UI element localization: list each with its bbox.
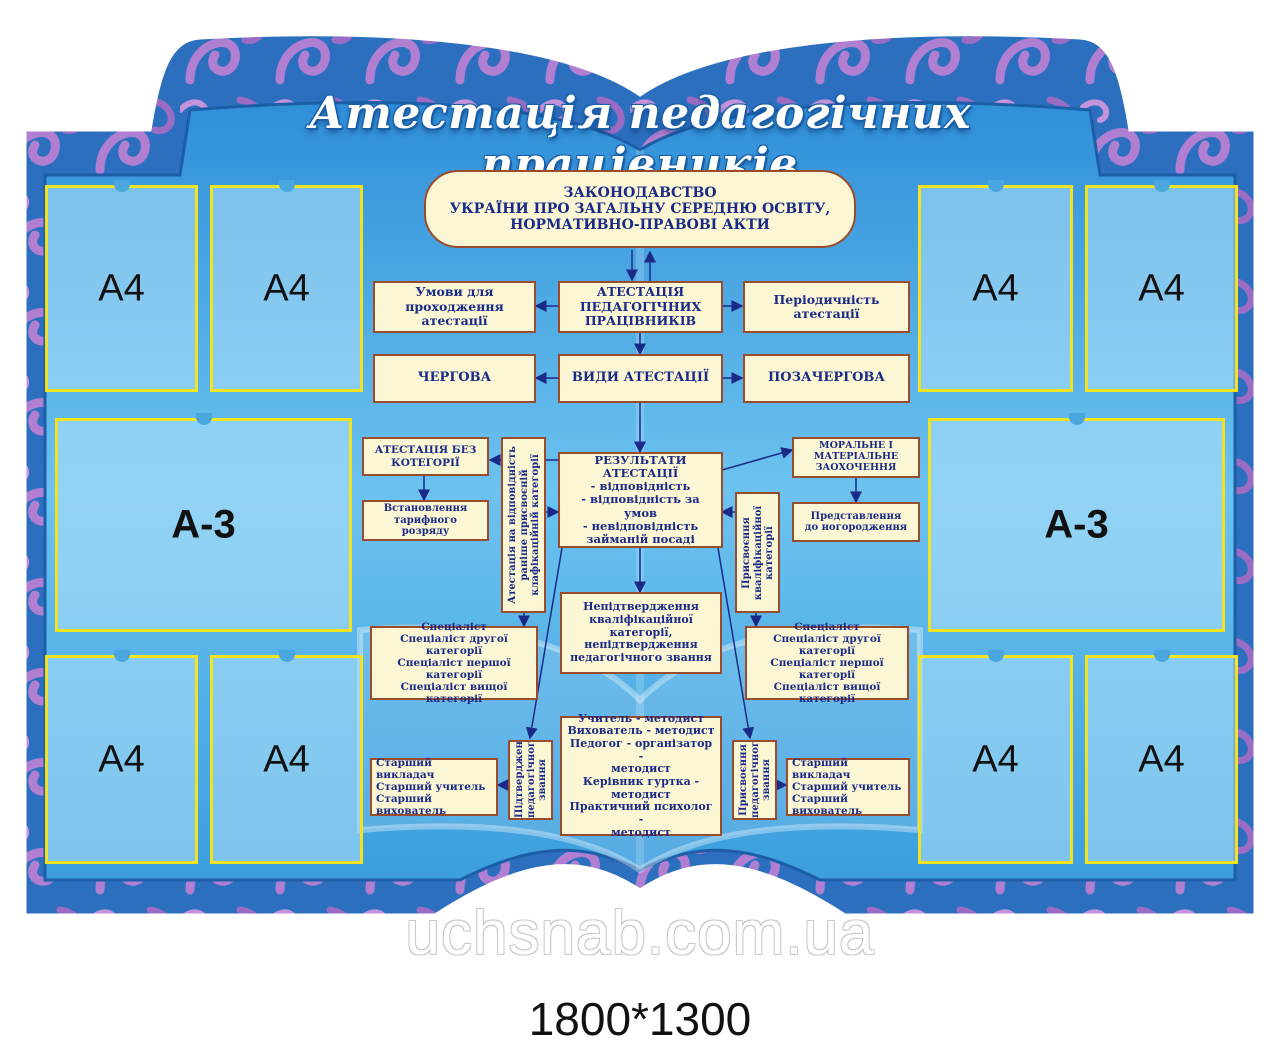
pocket-label: A4 (972, 267, 1019, 309)
award-box: Представлення до ногородження (792, 502, 920, 542)
assign-title-vertical-box: Присвоєння педагогічного звання (732, 740, 777, 820)
pocket-label: A4 (98, 267, 145, 309)
pocket-a4[interactable]: A4 (45, 650, 198, 864)
compliance-vertical-box: Атестація на відповідність раніше присво… (501, 437, 546, 613)
pocket-a4[interactable]: A4 (210, 650, 363, 864)
pocket-a3[interactable]: A-3 (928, 413, 1225, 632)
regular-box: ЧЕРГОВА (373, 354, 536, 403)
results-box: РЕЗУЛЬТАТИ АТЕСТАЦІЇ - відповідність - в… (558, 452, 723, 548)
assign-category-vertical-box: Присвоєння кваліфікаційної категорії (735, 492, 780, 613)
extraordinary-box: ПОЗАЧЕРГОВА (743, 354, 910, 403)
specialists-right-box: Спеціаліст Спеціаліст другої категорії С… (745, 621, 909, 705)
conditions-box: Умови для проходження атестації (373, 281, 536, 333)
pocket-a4[interactable]: A4 (210, 180, 363, 392)
compliance-vertical-text: Атестація на відповідність раніше присво… (506, 446, 541, 604)
pocket-a3[interactable]: A-3 (55, 413, 352, 632)
pocket-label: A4 (98, 738, 145, 780)
pocket-label: A4 (1138, 738, 1185, 780)
pocket-label: A-3 (1044, 502, 1109, 547)
periodicity-box: Періодичність атестації (743, 281, 910, 333)
non-confirmation-box: Непідтвердження кваліфікаційної категорі… (560, 592, 722, 674)
law-box: ЗАКОНОДАВСТВО УКРАЇНИ ПРО ЗАГАЛЬНУ СЕРЕД… (424, 170, 856, 248)
assign-title-vertical-text: Присвоєння педагогічного звання (737, 740, 772, 818)
confirm-title-vertical-box: Підтвердження педагогічного звання (508, 740, 553, 820)
pocket-a4[interactable]: A4 (1085, 650, 1238, 864)
assign-category-vertical-text: Присвоєння кваліфікаційної категорії (740, 505, 775, 600)
pocket-label: A4 (1138, 267, 1185, 309)
pocket-label: A4 (263, 267, 310, 309)
pocket-label: A4 (263, 738, 310, 780)
no-category-box: АТЕСТАЦІЯ БЕЗ КОТЕГОРІЇ (362, 437, 489, 476)
moral-box: МОРАЛЬНЕ І МАТЕРІАЛЬНЕ ЗАОХОЧЕННЯ (792, 437, 920, 478)
confirm-title-vertical-text: Підтвердження педагогічного звання (513, 740, 548, 818)
stand-board: Атестація педагогічних працівників A4 A4… (23, 33, 1257, 917)
pocket-a4[interactable]: A4 (918, 650, 1073, 864)
pocket-label: A-3 (171, 502, 236, 547)
pocket-a4[interactable]: A4 (918, 180, 1073, 392)
pocket-a4[interactable]: A4 (45, 180, 198, 392)
senior-right-box: Старший викладач Старший учитель Старший… (786, 757, 910, 817)
specialists-left-box: Спеціаліст Спеціаліст другої категорії С… (370, 621, 538, 705)
methodists-box: Учитель - методист Вихователь - методист… (560, 712, 722, 838)
pocket-label: A4 (972, 738, 1019, 780)
watermark: uchsnab.com.ua (405, 899, 875, 968)
senior-left-box: Старший викладач Старший учитель Старший… (370, 757, 498, 817)
tariff-box: Встановлення тарифного розряду (362, 500, 489, 541)
types-box: ВИДИ АТЕСТАЦІЇ (558, 354, 723, 403)
pocket-a4[interactable]: A4 (1085, 180, 1238, 392)
size-label: 1800*1300 (528, 993, 752, 1045)
attestation-box: АТЕСТАЦІЯ ПЕДАГОГІЧНИХ ПРАЦІВНИКІВ (558, 281, 723, 333)
